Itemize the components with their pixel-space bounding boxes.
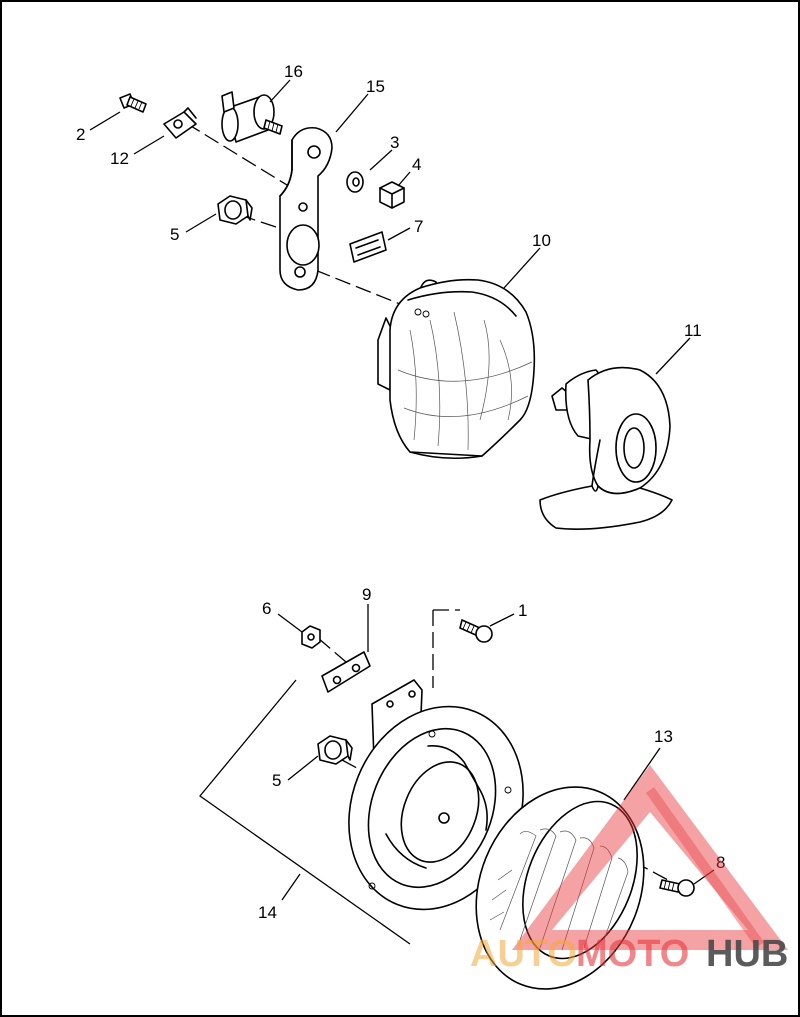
part-8-screw bbox=[659, 879, 695, 897]
part-11-horn bbox=[539, 366, 673, 530]
callout-13: 13 bbox=[654, 727, 673, 746]
callout-14: 14 bbox=[258, 903, 277, 922]
part-5-nut-lower bbox=[317, 735, 353, 765]
callout-5-upper: 5 bbox=[170, 225, 179, 244]
callout-8: 8 bbox=[716, 853, 725, 872]
watermark-text-auto: AUTO bbox=[470, 933, 577, 975]
watermark-triangle-icon bbox=[512, 765, 788, 950]
callout-10: 10 bbox=[532, 231, 551, 250]
callout-1: 1 bbox=[518, 601, 527, 620]
watermark-text-moto: MOTO bbox=[576, 933, 689, 975]
part-7-clip bbox=[349, 231, 387, 263]
part-3-washer bbox=[346, 171, 364, 193]
callout-11: 11 bbox=[684, 321, 702, 340]
part-12-clip bbox=[163, 107, 197, 139]
part-2-screw bbox=[119, 93, 147, 113]
part-16-rubber-mount bbox=[221, 91, 283, 143]
callout-5-lower: 5 bbox=[272, 771, 281, 790]
callout-15: 15 bbox=[366, 77, 385, 96]
watermark-text: AUTO MOTO HUB bbox=[470, 933, 788, 975]
part-6-nut bbox=[301, 625, 321, 649]
callout-2: 2 bbox=[76, 125, 85, 144]
part-5-nut-upper bbox=[217, 195, 253, 225]
callout-12: 12 bbox=[110, 149, 129, 168]
callout-7: 7 bbox=[414, 217, 423, 236]
part-15-bracket bbox=[279, 126, 333, 291]
watermark-text-hub: HUB bbox=[706, 933, 788, 975]
callout-4: 4 bbox=[412, 155, 421, 174]
callout-numbers: 2 12 16 15 3 4 5 7 10 11 6 9 1 5 13 8 14 bbox=[76, 62, 725, 922]
part-13-grill-cover bbox=[475, 786, 645, 990]
callout-16: 16 bbox=[284, 62, 303, 81]
callout-9: 9 bbox=[362, 585, 371, 604]
part-4-nut bbox=[379, 181, 405, 209]
part-1-screw bbox=[459, 619, 493, 643]
callout-6: 6 bbox=[262, 599, 271, 618]
watermark-logo bbox=[512, 765, 788, 950]
part-9-plate bbox=[321, 651, 371, 693]
callout-3: 3 bbox=[390, 133, 399, 152]
leader-lines bbox=[89, 79, 715, 901]
part-10-horn bbox=[377, 278, 536, 460]
